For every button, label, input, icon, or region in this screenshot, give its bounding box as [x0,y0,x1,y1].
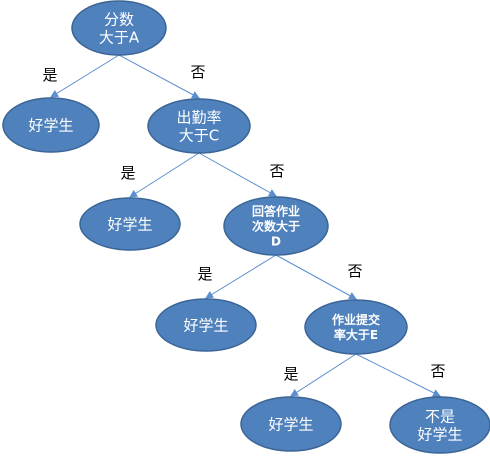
edge-n5-n6 [205,254,277,299]
edge-n3-n4 [129,152,200,198]
node-label-line: 率大于E [334,327,378,342]
tree-node-n8: 好学生 [240,396,342,452]
node-label-line: 出勤率 [176,108,221,126]
node-label-line: 大于C [179,126,219,144]
tree-node-n6: 好学生 [155,298,257,352]
node-label-line: 分数 [104,10,134,28]
edge-n5-n7 [275,254,357,300]
edge-label: 是 [283,365,298,383]
edges-layer: 是否是否是否是否 [42,54,446,397]
edge-label: 否 [190,63,205,81]
node-label-line: 大于A [99,28,140,46]
edge-n3-n5 [198,152,277,197]
node-label-line: 好学生 [417,425,462,443]
edge-label: 是 [197,265,212,283]
node-label-line: 好学生 [268,415,313,433]
tree-node-n2: 好学生 [2,97,100,153]
edge-label: 否 [430,362,445,380]
node-label-line: 不是 [425,407,455,425]
node-ellipse [79,197,181,251]
edge-label: 是 [120,164,135,182]
node-ellipse [389,396,490,454]
edge-n7-n8 [290,353,357,397]
node-ellipse [304,299,408,355]
node-label-line: D [271,234,281,248]
node-ellipse [2,97,100,153]
edge-n7-n9 [355,353,441,397]
edge-n1-n3 [118,54,200,99]
node-ellipse [147,98,251,154]
tree-node-n4: 好学生 [79,197,181,251]
node-label-line: 作业提交 [332,312,380,327]
node-ellipse [71,0,167,56]
node-label-line: 次数大于 [252,218,300,233]
node-label-line: 好学生 [107,215,152,233]
edge-n1-n2 [50,54,120,98]
node-ellipse [223,196,329,256]
node-label-line: 好学生 [28,116,73,134]
node-label-line: 好学生 [183,316,228,334]
node-label-line: 回答作业 [252,203,300,218]
edge-label: 否 [347,262,362,280]
node-ellipse [155,298,257,352]
node-ellipse [240,396,342,452]
edge-label: 否 [269,162,284,180]
edge-label: 是 [42,66,57,84]
